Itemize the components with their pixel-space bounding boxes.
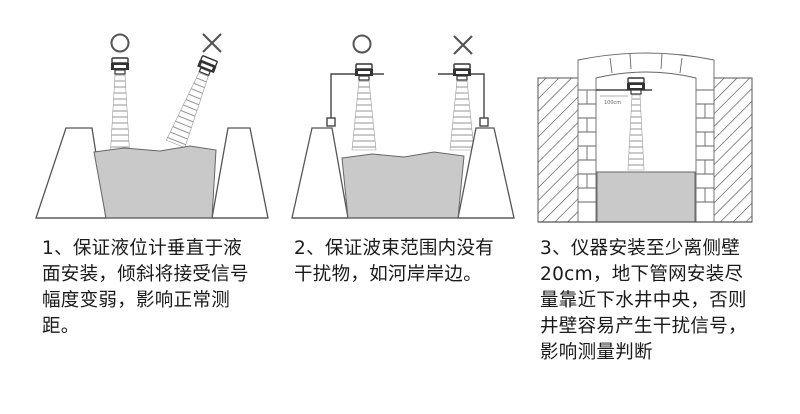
dimension-label: 100cm <box>604 100 621 106</box>
liquid <box>341 151 465 219</box>
sensor-near-bank <box>449 63 475 151</box>
tilted-sensor <box>165 54 220 149</box>
panel-1-caption: 1、保证液位计垂直于液面安装，倾斜将接受信号幅度变弱，影响正常测距。 <box>42 238 249 337</box>
correct-circle-icon <box>352 34 372 54</box>
tank-left-wall <box>35 127 107 219</box>
tank-right-wall <box>211 127 269 219</box>
ground-left <box>537 77 583 223</box>
vertical-sensor <box>109 57 131 161</box>
tank-left-wall <box>291 127 349 219</box>
sensor-mount <box>596 77 652 171</box>
liquid <box>596 171 696 223</box>
sensor-centered <box>351 63 377 151</box>
correct-circle-icon <box>110 33 130 53</box>
panel-3-illustration: 100cm <box>537 52 753 223</box>
wrong-cross-icon <box>202 33 222 53</box>
panel-3-caption: 3、仪器安装至少离侧壁 20cm，地下管网安装尽量靠近下水井中央，否则井壁容易产… <box>540 238 747 363</box>
wrong-cross-icon <box>453 35 473 55</box>
panel-1-illustration <box>35 33 269 219</box>
panel-2-caption: 2、保证波束范围内没有干扰物，如河岸岸边。 <box>294 238 495 285</box>
ground-right <box>707 77 753 223</box>
panel-2-illustration <box>291 34 515 219</box>
liquid <box>93 145 217 219</box>
